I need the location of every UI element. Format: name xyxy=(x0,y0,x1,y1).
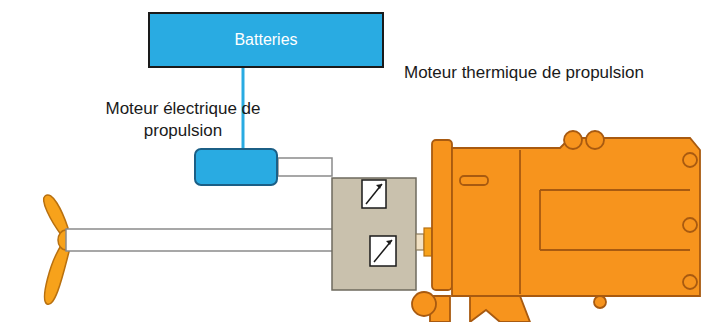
motor-shaft xyxy=(278,158,332,176)
clutch-symbol xyxy=(370,236,396,266)
thermal-engine-label-box: Moteur thermique de propulsion xyxy=(404,62,724,86)
battery-box: Batteries xyxy=(148,12,384,68)
component-label: Moteur thermique de propulsion xyxy=(404,62,724,84)
box-label: Batteries xyxy=(234,31,297,49)
coupling xyxy=(424,228,432,256)
thermal-engine xyxy=(412,131,700,322)
clutch-symbol xyxy=(362,180,386,208)
component-label: Moteur électrique de propulsion xyxy=(78,98,288,142)
propeller-shaft xyxy=(66,229,334,251)
electric-motor: Moteur électrique de propulsion xyxy=(194,148,278,186)
propeller-blade xyxy=(45,244,70,304)
gearbox xyxy=(332,178,416,290)
coupling xyxy=(416,234,424,250)
